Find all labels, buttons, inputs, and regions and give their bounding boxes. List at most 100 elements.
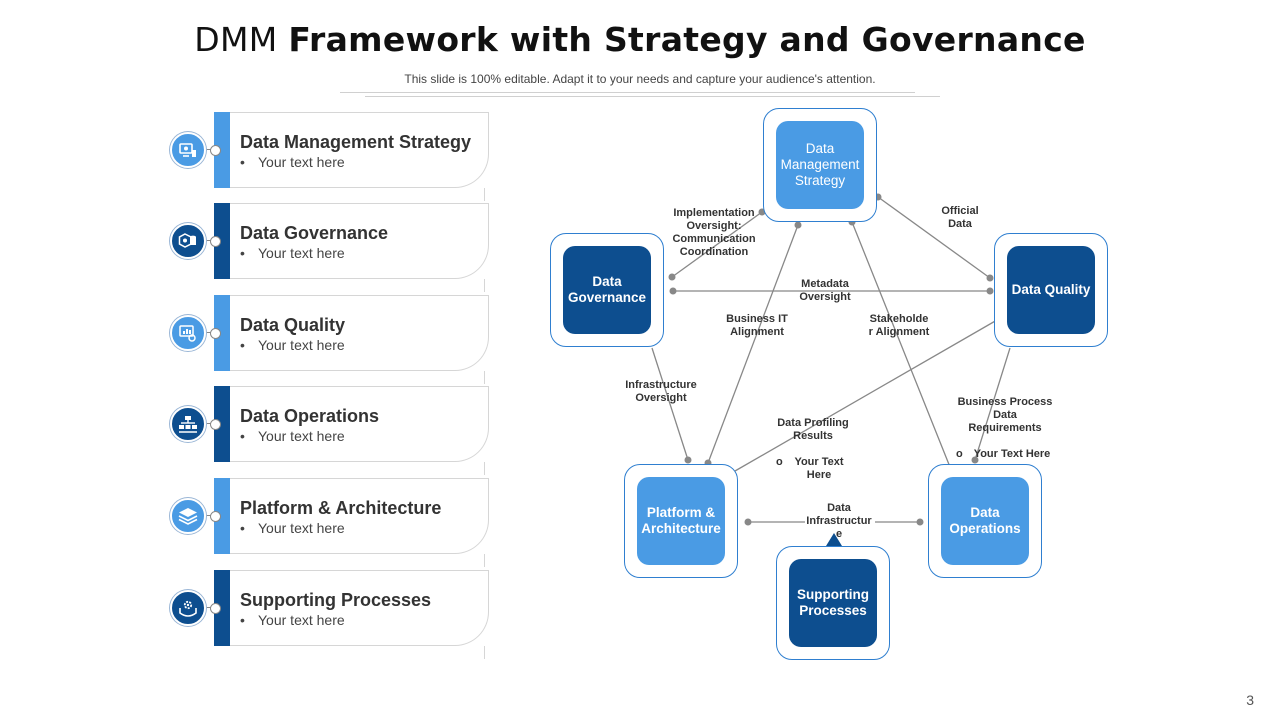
layers-icon	[170, 498, 206, 534]
edge-dot	[794, 221, 802, 229]
node-platform-label: Platform & Architecture	[637, 477, 725, 565]
list-bullet: •Your text here	[240, 428, 345, 444]
connector-line	[204, 149, 214, 150]
edge-dot	[916, 518, 924, 526]
edge-dot	[744, 518, 752, 526]
title-prefix: DMM	[194, 20, 289, 59]
edge-business-it	[707, 224, 799, 464]
card-stub	[484, 188, 485, 201]
node-supporting-label: Supporting Processes	[789, 559, 877, 647]
connector-dot	[210, 511, 221, 522]
node-quality-label: Data Quality	[1007, 246, 1095, 334]
connector-line	[204, 423, 214, 424]
node-governance: Data Governance	[550, 233, 664, 347]
connector-line	[204, 240, 214, 241]
list-tab	[214, 386, 230, 462]
connector-dot	[210, 145, 221, 156]
strategy-icon	[170, 132, 206, 168]
list-card	[230, 386, 489, 462]
label-business-process-sub-text: Your Text Here	[973, 448, 1051, 460]
list-heading: Data Operations	[240, 406, 380, 426]
edge-dot	[668, 273, 676, 281]
node-strategy-label: Data Management Strategy	[776, 121, 864, 209]
governance-icon	[170, 223, 206, 259]
slide-title: DMM Framework with Strategy and Governan…	[0, 20, 1280, 59]
node-supporting: Supporting Processes	[776, 546, 890, 660]
bullet-text: Your text here	[258, 520, 345, 536]
list-heading: Supporting Processes	[240, 590, 432, 610]
node-governance-label: Data Governance	[563, 246, 651, 334]
label-profiling-title: Data Profiling Results	[777, 417, 849, 442]
bullet-text: Your text here	[258, 245, 345, 261]
list-bullet: •Your text here	[240, 245, 345, 261]
edge-dot	[986, 287, 994, 295]
list-tab	[214, 203, 230, 279]
node-platform: Platform & Architecture	[624, 464, 738, 578]
bullet-text: Your text here	[258, 428, 345, 444]
node-operations: Data Operations	[928, 464, 1042, 578]
list-bullet: •Your text here	[240, 154, 345, 170]
list-tab	[214, 570, 230, 646]
page-number: 3	[1246, 692, 1254, 708]
edge-dot	[684, 456, 692, 464]
bullet-text: Your text here	[258, 154, 345, 170]
list-heading: Platform & Architecture	[240, 498, 442, 518]
edge-implementation	[671, 211, 763, 278]
connector-dot	[210, 603, 221, 614]
operations-icon	[170, 406, 206, 442]
list-item-operations: Data Operations •Your text here	[170, 386, 490, 475]
list-item-platform: Platform & Architecture •Your text here	[170, 478, 490, 567]
card-stub	[484, 646, 485, 659]
title-main: Framework with Strategy and Governance	[288, 20, 1086, 59]
edge-dot	[986, 274, 994, 282]
label-official: Official Data	[941, 205, 979, 230]
list-card	[230, 295, 489, 371]
edge-infrastructure	[651, 347, 689, 461]
bullet-text: Your text here	[258, 612, 345, 628]
label-business-it: Business IT Alignment	[726, 313, 788, 338]
node-quality: Data Quality	[994, 233, 1108, 347]
label-stakeholder: Stakeholde r Alignment	[868, 313, 930, 338]
node-operations-label: Data Operations	[941, 477, 1029, 565]
connector-dot	[210, 236, 221, 247]
list-card	[230, 203, 489, 279]
quality-icon	[170, 315, 206, 351]
connector-line	[204, 607, 214, 608]
list-item-strategy: Data Management Strategy •Your text here	[170, 112, 490, 201]
list-card	[230, 112, 489, 188]
list-bullet: •Your text here	[240, 612, 345, 628]
edge-business-process	[974, 347, 1011, 461]
connector-line	[204, 515, 214, 516]
edge-dot	[669, 287, 677, 295]
list-tab	[214, 295, 230, 371]
label-business-process-title: Business Process Data Requirements	[957, 396, 1053, 434]
list-tab	[214, 478, 230, 554]
label-profiling-sub-text: Your Text Here	[794, 456, 844, 481]
list-heading: Data Management Strategy	[240, 132, 472, 152]
list-item-quality: Data Quality •Your text here	[170, 295, 490, 384]
hand-gear-icon	[170, 590, 206, 626]
list-item-supporting: Supporting Processes •Your text here	[170, 570, 490, 659]
label-metadata: Metadata Oversight	[799, 278, 851, 303]
list-bullet: •Your text here	[240, 520, 345, 536]
supporting-pointer	[826, 533, 842, 546]
label-implementation: Implementation Oversight: Communication …	[672, 207, 756, 258]
list-heading: Data Governance	[240, 223, 389, 243]
connector-dot	[210, 419, 221, 430]
connector-line	[204, 332, 214, 333]
list-tab	[214, 112, 230, 188]
bullet-text: Your text here	[258, 337, 345, 353]
divider-bottom	[365, 96, 940, 97]
edge-dot	[971, 456, 979, 464]
label-data-infra: Data Infrastructur e	[806, 502, 872, 540]
edge-profiling	[734, 319, 998, 472]
list-card	[230, 570, 489, 646]
connector-dot	[210, 328, 221, 339]
card-stub	[484, 462, 485, 475]
list-card	[230, 478, 489, 554]
card-stub	[484, 371, 485, 384]
